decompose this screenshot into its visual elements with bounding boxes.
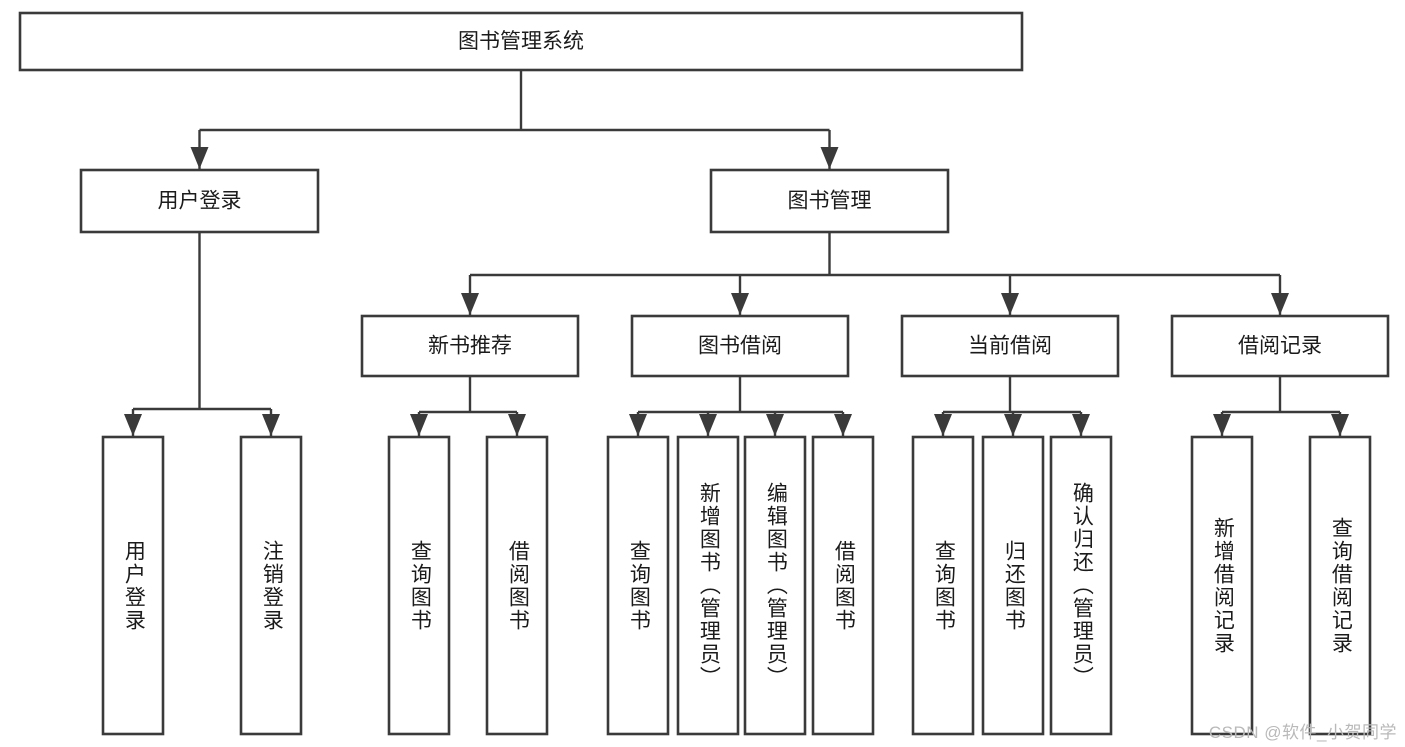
node-leaf-5[interactable] bbox=[676, 435, 740, 736]
conn-root-arrow-0 bbox=[190, 147, 209, 169]
node-leaf-1[interactable] bbox=[239, 435, 303, 736]
node-root[interactable] bbox=[18, 11, 1024, 72]
connectors-layer bbox=[124, 70, 1349, 436]
conn-leaf-4-arrow-1 bbox=[1331, 414, 1349, 436]
node-l3-label-1: 图书借阅 bbox=[698, 335, 782, 358]
node-l3-1[interactable] bbox=[630, 314, 850, 378]
node-leaf-6[interactable] bbox=[743, 435, 807, 736]
node-root-label: 图书管理系统 bbox=[458, 30, 584, 53]
conn-leaf-1-arrow-0 bbox=[410, 414, 428, 436]
node-leaf-4[interactable] bbox=[606, 435, 670, 736]
conn-leaf-2-arrow-0 bbox=[629, 414, 647, 436]
node-l2-1[interactable] bbox=[709, 168, 950, 234]
conn-books-arrow-0 bbox=[461, 293, 479, 315]
node-l3-2[interactable] bbox=[900, 314, 1120, 378]
node-l2-0[interactable] bbox=[79, 168, 320, 234]
conn-leaf-3-arrow-2 bbox=[1072, 414, 1090, 436]
conn-leaf-3-arrow-1 bbox=[1004, 414, 1022, 436]
node-l3-3[interactable] bbox=[1170, 314, 1390, 378]
node-l3-0[interactable] bbox=[360, 314, 580, 378]
node-l3-label-3: 借阅记录 bbox=[1238, 335, 1322, 358]
node-leaf-11[interactable] bbox=[1190, 435, 1254, 736]
node-leaf-7[interactable] bbox=[811, 435, 875, 736]
conn-books-arrow-3 bbox=[1271, 293, 1289, 315]
node-leaf-10[interactable] bbox=[1049, 435, 1113, 736]
watermark-text: CSDN @软件_小贺同学 bbox=[1208, 723, 1397, 742]
conn-leaf-2-arrow-2 bbox=[766, 414, 784, 436]
conn-leaf-2-arrow-3 bbox=[834, 414, 852, 436]
node-l2-label-0: 用户登录 bbox=[158, 190, 242, 213]
conn-books-arrow-1 bbox=[731, 293, 749, 315]
boxes-layer bbox=[18, 11, 1390, 736]
node-leaf-9[interactable] bbox=[981, 435, 1045, 736]
conn-leaf-0-arrow-0 bbox=[124, 414, 142, 436]
node-leaf-2[interactable] bbox=[387, 435, 451, 736]
conn-leaf-4-arrow-0 bbox=[1213, 414, 1231, 436]
conn-leaf-0-arrow-1 bbox=[262, 414, 280, 436]
node-l3-label-0: 新书推荐 bbox=[428, 335, 512, 358]
node-leaf-3[interactable] bbox=[485, 435, 549, 736]
node-leaf-8[interactable] bbox=[911, 435, 975, 736]
node-leaf-0[interactable] bbox=[101, 435, 165, 736]
conn-root-arrow-1 bbox=[820, 147, 839, 169]
node-leaf-12[interactable] bbox=[1308, 435, 1372, 736]
node-l3-label-2: 当前借阅 bbox=[968, 335, 1052, 358]
conn-books-arrow-2 bbox=[1001, 293, 1019, 315]
conn-leaf-3-arrow-0 bbox=[934, 414, 952, 436]
conn-leaf-1-arrow-1 bbox=[508, 414, 526, 436]
conn-leaf-2-arrow-1 bbox=[699, 414, 717, 436]
node-l2-label-1: 图书管理 bbox=[788, 190, 872, 213]
